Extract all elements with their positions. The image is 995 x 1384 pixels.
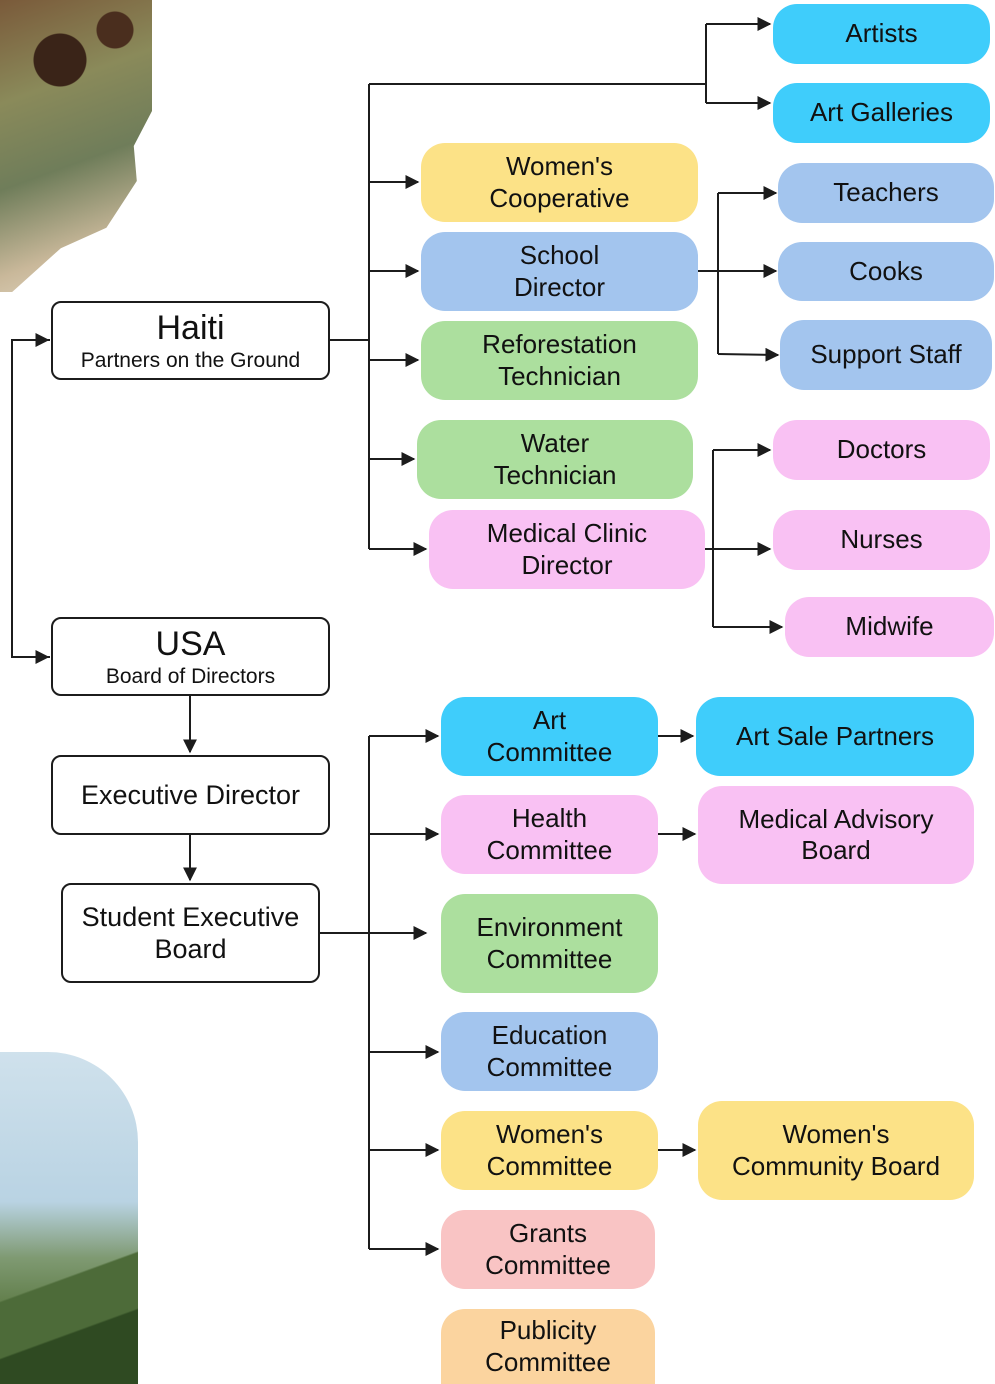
- health-committee-label: Health Committee: [486, 803, 613, 865]
- water-technician-node: Water Technician: [417, 420, 693, 499]
- art-sale-partners-node: Art Sale Partners: [696, 697, 974, 776]
- womens-cooperative-label: Women's Cooperative: [489, 151, 630, 213]
- student-board-box: Student Executive Board: [61, 883, 320, 983]
- education-committee-node: Education Committee: [441, 1012, 658, 1091]
- art-committee-node: Art Committee: [441, 697, 658, 776]
- student-board-label: Student Executive Board: [81, 901, 300, 964]
- education-committee-label: Education Committee: [486, 1020, 613, 1082]
- water-technician-label: Water Technician: [493, 428, 617, 490]
- usa-box: USA Board of Directors: [51, 617, 330, 696]
- cooks-node: Cooks: [778, 242, 994, 301]
- art-galleries-node: Art Galleries: [773, 83, 990, 143]
- medical-advisory-board-label: Medical Advisory Board: [738, 803, 934, 865]
- environment-committee-label: Environment Committee: [476, 912, 623, 974]
- reforestation-technician-node: Reforestation Technician: [421, 321, 698, 400]
- artists-label: Artists: [845, 18, 918, 49]
- teachers-node: Teachers: [778, 163, 994, 223]
- midwife-node: Midwife: [785, 597, 994, 657]
- art-committee-label: Art Committee: [486, 705, 613, 767]
- haiti-title: Haiti: [156, 308, 225, 347]
- publicity-committee-label: Publicity Committee: [485, 1315, 611, 1377]
- womens-community-board-label: Women's Community Board: [731, 1119, 941, 1181]
- medical-clinic-director-label: Medical Clinic Director: [486, 518, 648, 580]
- landscape-photo: [0, 1052, 138, 1384]
- doctors-label: Doctors: [836, 434, 927, 465]
- art-sale-partners-label: Art Sale Partners: [736, 720, 934, 751]
- art-galleries-label: Art Galleries: [809, 97, 954, 128]
- publicity-committee-node: Publicity Committee: [441, 1309, 655, 1384]
- school-director-node: School Director: [421, 232, 698, 311]
- womens-committee-label: Women's Committee: [486, 1119, 613, 1181]
- usa-title: USA: [155, 624, 226, 663]
- medical-clinic-director-node: Medical Clinic Director: [429, 510, 705, 589]
- midwife-label: Midwife: [845, 611, 934, 642]
- teachers-label: Teachers: [833, 177, 939, 208]
- grants-committee-node: Grants Committee: [441, 1210, 655, 1289]
- doctors-node: Doctors: [773, 420, 990, 480]
- school-director-label: School Director: [513, 240, 605, 302]
- environment-committee-node: Environment Committee: [441, 894, 658, 993]
- usa-subtitle: Board of Directors: [105, 665, 276, 689]
- haiti-subtitle: Partners on the Ground: [80, 349, 301, 373]
- womens-committee-node: Women's Committee: [441, 1111, 658, 1190]
- executive-director-label: Executive Director: [80, 779, 301, 810]
- executive-director-box: Executive Director: [51, 755, 330, 835]
- medical-advisory-board-node: Medical Advisory Board: [698, 786, 974, 884]
- nurses-node: Nurses: [773, 510, 990, 570]
- artists-node: Artists: [773, 4, 990, 64]
- cooks-label: Cooks: [849, 255, 923, 286]
- womens-cooperative-node: Women's Cooperative: [421, 143, 698, 222]
- haiti-box: Haiti Partners on the Ground: [51, 301, 330, 380]
- nurses-label: Nurses: [840, 524, 923, 555]
- health-committee-node: Health Committee: [441, 795, 658, 874]
- support-staff-label: Support Staff: [810, 339, 962, 370]
- reforestation-technician-label: Reforestation Technician: [482, 329, 637, 391]
- womens-community-board-node: Women's Community Board: [698, 1101, 974, 1200]
- grants-committee-label: Grants Committee: [485, 1218, 611, 1280]
- support-staff-node: Support Staff: [780, 320, 992, 390]
